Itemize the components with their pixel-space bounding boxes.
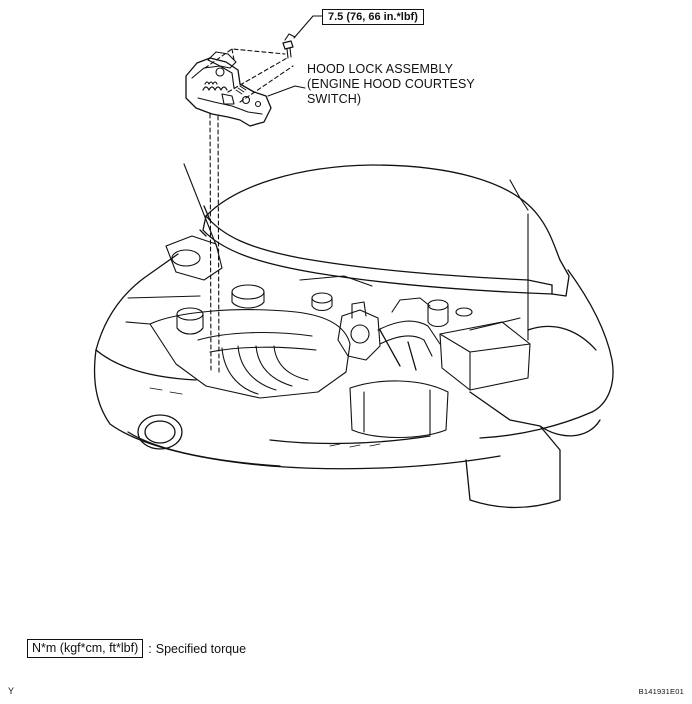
engine-components xyxy=(125,235,531,439)
hood-lock-assembly-drawing xyxy=(185,15,323,127)
callout-line-3: SWITCH) xyxy=(307,92,362,106)
torque-legend: N*m (kgf*cm, ft*lbf) : Specified torque xyxy=(27,639,246,658)
callout-line-2: (ENGINE HOOD COURTESY xyxy=(307,77,475,91)
hood-drawing xyxy=(199,164,570,297)
car-body xyxy=(93,253,614,509)
bolt-drawing xyxy=(282,33,296,59)
legend-description: Specified torque xyxy=(155,641,247,656)
figure-id: B141931E01 xyxy=(638,687,684,696)
callout-line-1: HOOD LOCK ASSEMBLY xyxy=(307,62,454,76)
legend-separator: : xyxy=(148,641,152,656)
torque-value: 7.5 (76, 66 in.*lbf) xyxy=(328,11,418,23)
corner-letter: Y xyxy=(8,686,15,696)
legend-unit-box: N*m (kgf*cm, ft*lbf) xyxy=(27,639,144,658)
torque-specification-box: 7.5 (76, 66 in.*lbf) xyxy=(322,9,424,25)
hood-lock-callout: HOOD LOCK ASSEMBLY (ENGINE HOOD COURTESY… xyxy=(307,62,475,107)
